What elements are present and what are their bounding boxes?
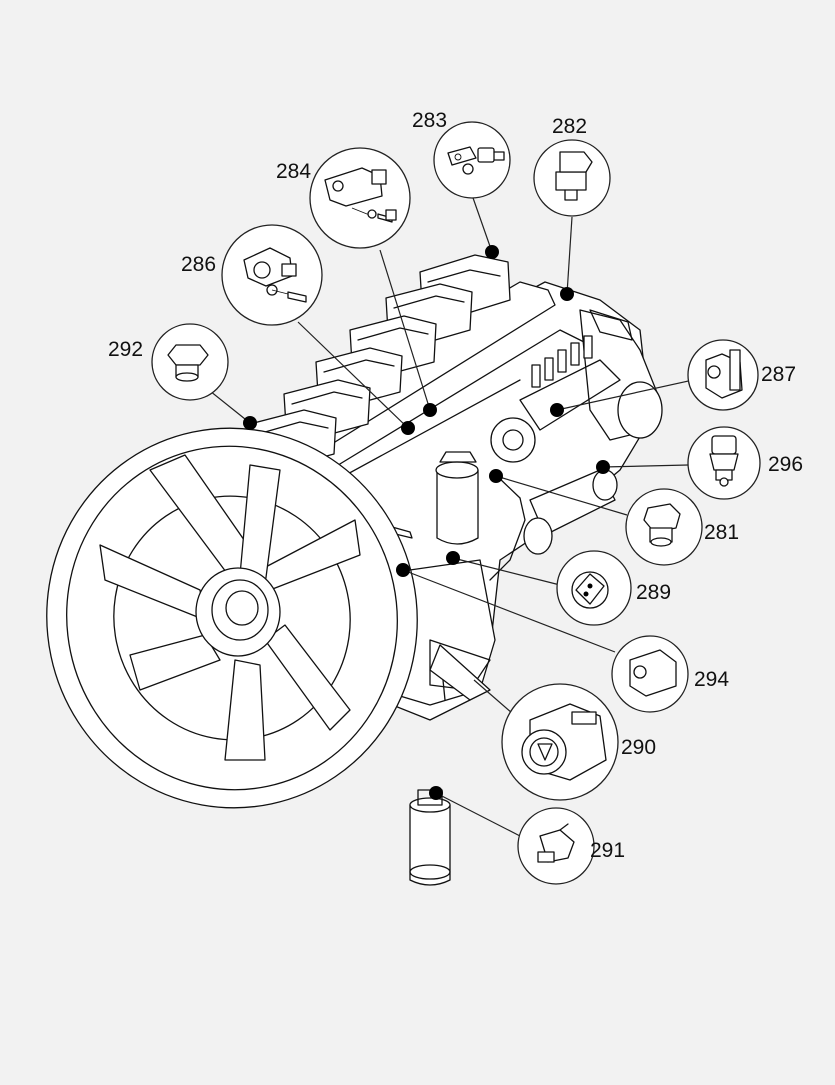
label-289: 289 (636, 581, 672, 604)
injection-pump (519, 309, 663, 441)
callout-287 (687, 339, 759, 411)
dot-294 (396, 563, 410, 577)
label-284: 284 (276, 160, 312, 183)
callout-290 (501, 683, 619, 801)
callout-281 (625, 488, 703, 566)
callout-286 (221, 224, 323, 326)
label-282: 282 (552, 115, 588, 138)
callout-296 (687, 426, 761, 500)
callout-282 (533, 139, 611, 217)
label-281: 281 (704, 521, 740, 544)
dot-283 (485, 245, 499, 259)
dot-281 (489, 469, 503, 483)
callout-294 (611, 635, 689, 713)
label-286: 286 (181, 253, 217, 276)
starter-motor (523, 469, 618, 555)
label-291: 291 (590, 839, 626, 862)
dot-291 (429, 786, 443, 800)
dot-289 (446, 551, 460, 565)
dot-287 (550, 403, 564, 417)
dot-282 (560, 287, 574, 301)
label-296: 296 (768, 453, 804, 476)
receiver-drier (409, 789, 451, 886)
radiator-fan (46, 427, 418, 809)
callout-289 (556, 550, 632, 626)
label-283: 283 (412, 109, 448, 132)
oil-filter (435, 451, 479, 545)
label-292: 292 (108, 338, 144, 361)
callout-284 (309, 147, 411, 249)
dot-286 (401, 421, 415, 435)
label-290: 290 (621, 736, 657, 759)
dot-292 (243, 416, 257, 430)
callout-292 (151, 323, 229, 401)
label-287: 287 (761, 363, 797, 386)
leader-lines (189, 194, 694, 837)
callout-291 (517, 807, 595, 885)
dot-284 (423, 403, 437, 417)
alternator (490, 417, 536, 463)
dot-296 (596, 460, 610, 474)
reference-dots (243, 245, 610, 800)
label-294: 294 (694, 668, 730, 691)
callout-283 (433, 121, 511, 199)
